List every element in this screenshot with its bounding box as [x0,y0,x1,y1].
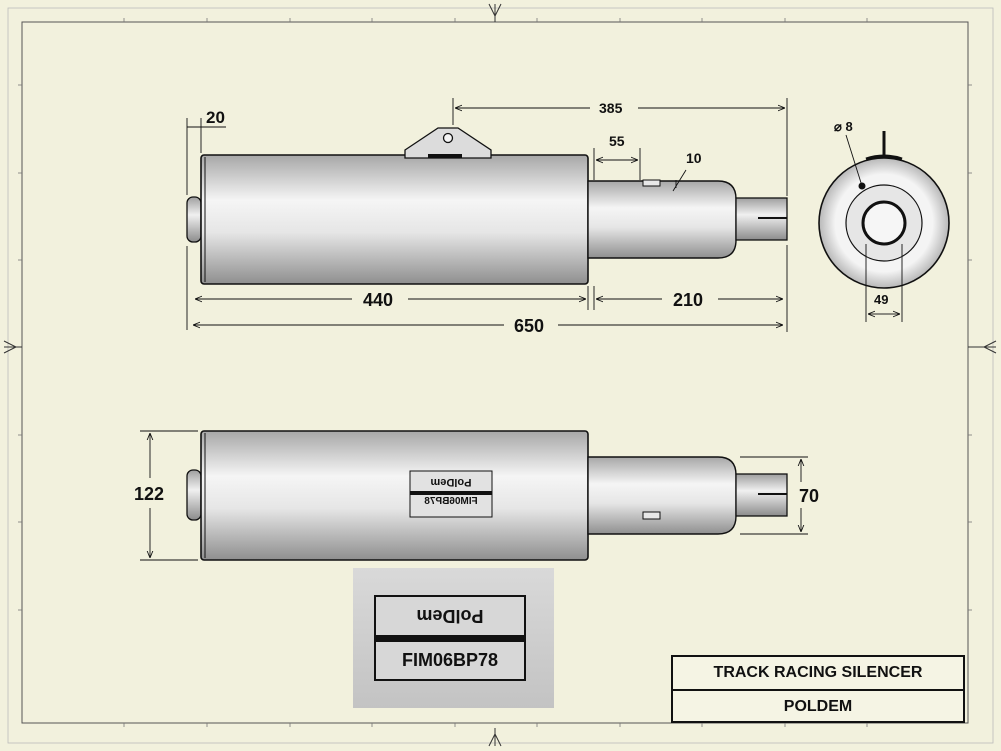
dim-pipe-length: 210 [673,290,703,310]
label-plate-brand: PolDem [416,606,484,627]
dim-overall-length: 650 [514,316,544,336]
dim-slot-offset: 55 [609,133,625,149]
small-label-code: FIM06BP78 [424,496,478,507]
slot [642,179,661,187]
dim-flange: 20 [206,108,225,127]
dim-hole-diameter: ⌀ 8 [834,119,853,134]
label-plate: PolDem FIM06BP78 [374,595,526,681]
label-plate-detail: PolDem FIM06BP78 [353,568,554,708]
dim-body-diameter: 122 [134,484,164,504]
link-pipe [587,180,737,259]
label-plate-code: FIM06BP78 [401,650,499,670]
end-view: ⌀ 8 49 [818,119,950,322]
drawing-title: TRACK RACING SILENCER [713,664,923,681]
silencer-body-top [200,430,589,561]
dim-outlet-height: 70 [799,486,819,506]
outlet-bore [861,200,907,246]
dim-slot-width: 10 [686,150,702,166]
top-view: PolDem FIM06BP78 122 70 [134,430,819,561]
side-view: 20 385 55 10 440 210 650 [186,98,788,336]
title-block: TRACK RACING SILENCER POLDEM [671,655,965,723]
dim-body-length: 440 [363,290,393,310]
small-label-brand: PolDem [430,476,471,488]
end-cap [186,196,202,243]
company-name: POLDEM [673,689,963,723]
silencer-body [200,154,589,285]
dim-mount-to-end: 385 [599,100,623,116]
drawing-frame [3,3,997,747]
dim-outlet-diameter: 49 [874,292,888,307]
label-plate-divider [376,635,524,642]
